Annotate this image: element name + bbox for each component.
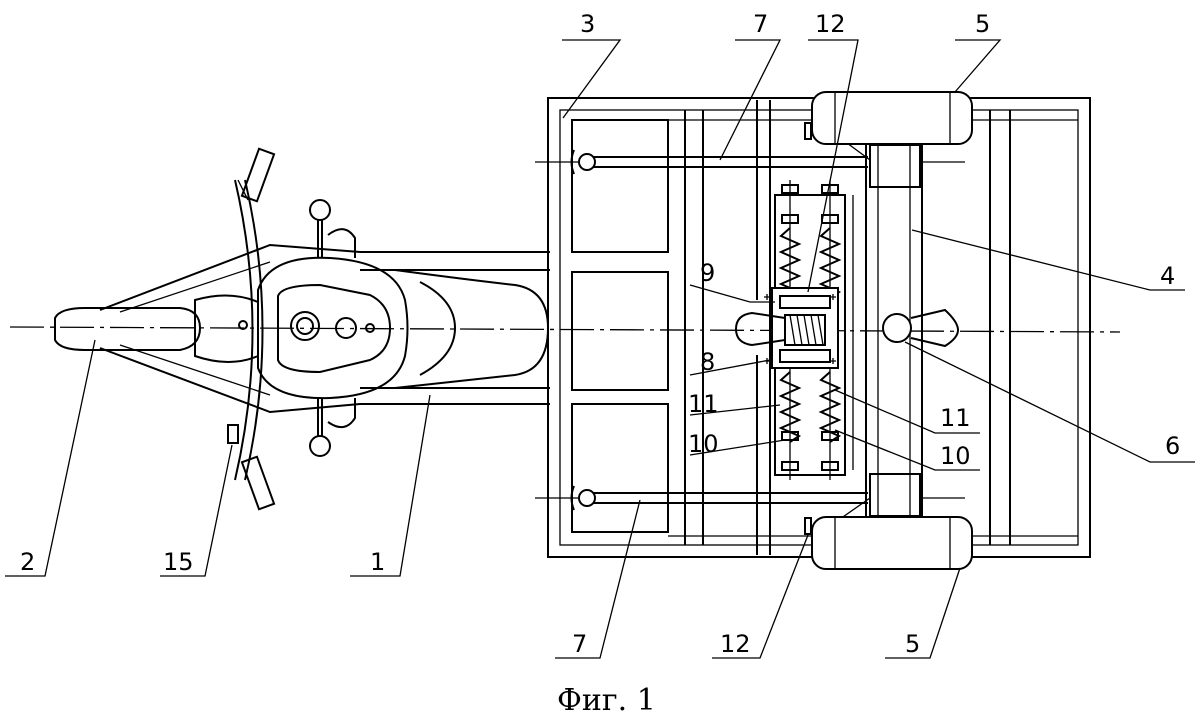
center-axis	[9, 326, 1121, 333]
callout-10-left: 10	[688, 430, 719, 458]
callouts: 1 2 3 4 5 5 6 7 7 8 9 10 10 11 11 12 12 …	[20, 10, 1180, 658]
callout-10-right: 10	[940, 442, 971, 470]
drawbar	[360, 251, 550, 405]
callout-6: 6	[1165, 432, 1180, 460]
callout-11-right: 11	[940, 404, 971, 432]
callout-12-top: 12	[815, 10, 846, 38]
callout-9: 9	[700, 259, 715, 287]
callout-1: 1	[370, 548, 385, 576]
spring-assembly	[734, 180, 846, 480]
callout-4: 4	[1160, 262, 1175, 290]
callout-2: 2	[20, 548, 35, 576]
callout-7-top: 7	[753, 10, 768, 38]
tie-rods	[535, 149, 965, 511]
callout-8: 8	[700, 348, 715, 376]
callout-5-bottom: 5	[905, 630, 920, 658]
wheels	[811, 91, 973, 570]
callout-11-left: 11	[688, 390, 719, 418]
callout-3: 3	[580, 10, 595, 38]
callout-7-bottom: 7	[572, 630, 587, 658]
callout-15: 15	[163, 548, 194, 576]
figure-caption: Фиг. 1	[557, 683, 656, 718]
callout-12-bottom: 12	[720, 630, 751, 658]
motorcycle	[54, 147, 409, 511]
corner-brackets	[804, 122, 812, 535]
leader-lines	[5, 39, 1195, 659]
callout-5-top: 5	[975, 10, 990, 38]
hitch	[882, 308, 960, 348]
